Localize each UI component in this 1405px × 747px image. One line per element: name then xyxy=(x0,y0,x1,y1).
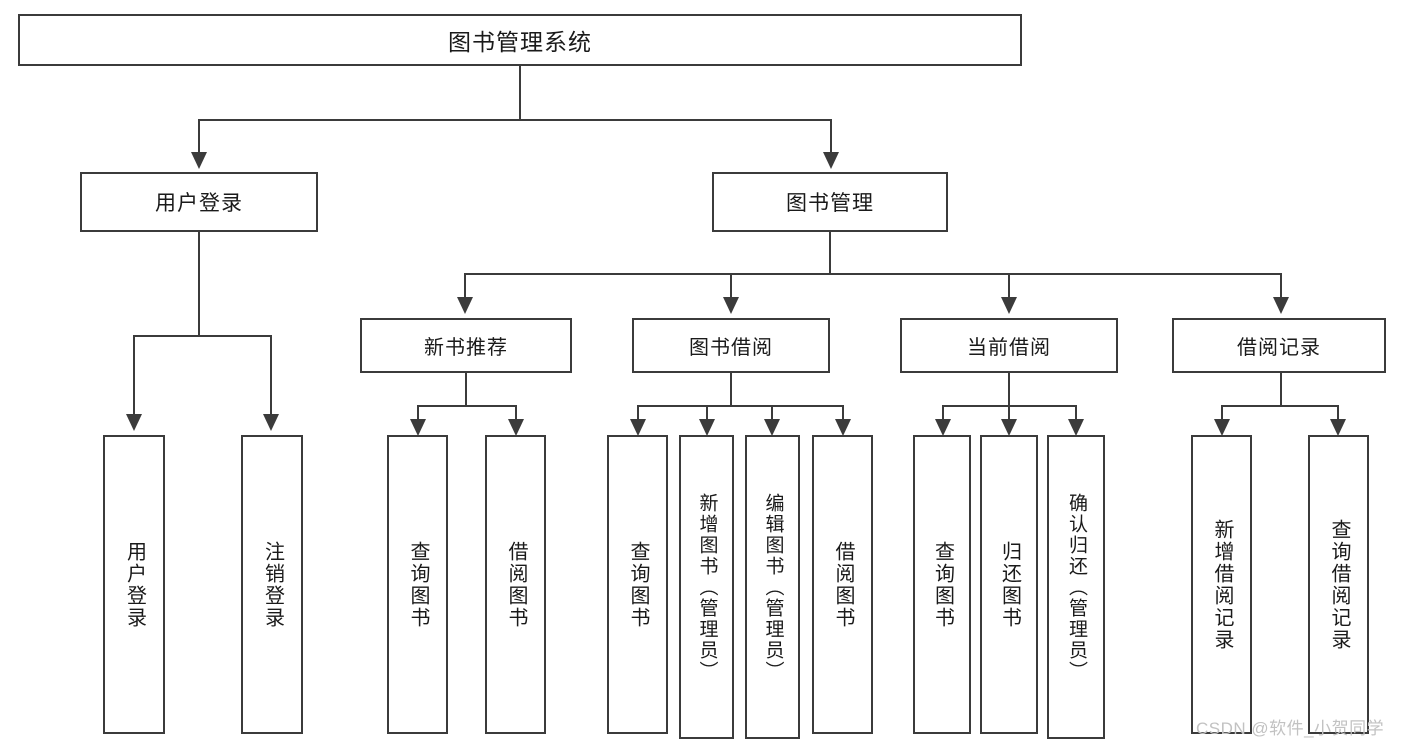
edge-currentborrow-drop-3 xyxy=(1075,405,1077,420)
node-label: 用户登录 xyxy=(155,192,243,215)
edge-bookborrow-bus xyxy=(637,405,844,407)
edge-bookborrow-drop-2 xyxy=(706,405,708,420)
node-book-management[interactable]: 图书管理 xyxy=(712,172,948,232)
node-label: 查询图书 xyxy=(931,540,954,629)
arrowhead-borrowrecord-leaf-2 xyxy=(1330,419,1346,436)
leaf-query-borrow-record[interactable]: 查询借阅记录 xyxy=(1308,435,1369,734)
edge-currentborrow-stem xyxy=(1008,373,1010,406)
edge-newbook-drop-2 xyxy=(515,405,517,420)
arrowhead-book-manage xyxy=(823,152,839,169)
arrowhead-borrowrecord-leaf-1 xyxy=(1214,419,1230,436)
edge-newbook-drop-1 xyxy=(417,405,419,420)
node-label: 新增借阅记录 xyxy=(1211,518,1233,651)
node-label: 借阅记录 xyxy=(1237,337,1321,359)
edge-bookmgmt-drop-3 xyxy=(1008,273,1010,298)
leaf-query-book-current[interactable]: 查询图书 xyxy=(913,435,971,734)
arrowhead-leaf-logout xyxy=(263,414,279,431)
node-borrow-record[interactable]: 借阅记录 xyxy=(1172,318,1386,373)
edge-bookborrow-stem xyxy=(730,373,732,406)
edge-newbook-stem xyxy=(465,373,467,406)
node-label: 图书借阅 xyxy=(689,337,773,359)
leaf-query-book-borrow[interactable]: 查询图书 xyxy=(607,435,668,734)
node-label: 注销登录 xyxy=(261,540,284,629)
leaf-add-book-admin[interactable]: 新增图书（管理员） xyxy=(679,435,734,739)
node-label: 当前借阅 xyxy=(967,337,1051,359)
node-label: 新书推荐 xyxy=(424,337,508,359)
leaf-confirm-return-admin[interactable]: 确认归还（管理员） xyxy=(1047,435,1105,739)
arrowhead-bookborrow-leaf-1 xyxy=(630,419,646,436)
arrowhead-bookborrow-leaf-4 xyxy=(835,419,851,436)
csdn-watermark: CSDN @软件_小贺同学 xyxy=(1196,719,1385,738)
edge-userlogin-drop-2 xyxy=(270,335,272,415)
arrowhead-newbook-leaf-1 xyxy=(410,419,426,436)
edge-bookmgmt-bus xyxy=(464,273,1282,275)
edge-bookborrow-drop-3 xyxy=(771,405,773,420)
arrowhead-bookborrow-leaf-2 xyxy=(699,419,715,436)
edge-userlogin-drop-1 xyxy=(133,335,135,415)
node-label: 归还图书 xyxy=(998,540,1021,629)
leaf-borrow-book-recommend[interactable]: 借阅图书 xyxy=(485,435,546,734)
arrowhead-currentborrow-leaf-2 xyxy=(1001,419,1017,436)
edge-bookmgmt-drop-1 xyxy=(464,273,466,298)
node-current-borrow[interactable]: 当前借阅 xyxy=(900,318,1118,373)
leaf-logout[interactable]: 注销登录 xyxy=(241,435,303,734)
node-book-borrow[interactable]: 图书借阅 xyxy=(632,318,830,373)
edge-borrowrecord-drop-1 xyxy=(1221,405,1223,420)
arrowhead-book-borrow xyxy=(723,297,739,314)
edge-currentborrow-drop-2 xyxy=(1008,405,1010,420)
leaf-borrow-book[interactable]: 借阅图书 xyxy=(812,435,873,734)
arrowhead-new-book-recommend xyxy=(457,297,473,314)
edge-bookmgmt-stem xyxy=(829,232,831,274)
node-label: 借阅图书 xyxy=(832,540,854,629)
arrowhead-newbook-leaf-2 xyxy=(508,419,524,436)
edge-borrowrecord-stem xyxy=(1280,373,1282,406)
edge-root-stem xyxy=(519,66,521,120)
edge-bookborrow-drop-4 xyxy=(842,405,844,420)
node-label: 图书管理系统 xyxy=(448,29,592,55)
edge-root-drop-right xyxy=(830,119,832,153)
edge-bookmgmt-drop-2 xyxy=(730,273,732,298)
node-label: 编辑图书（管理员） xyxy=(762,492,784,682)
arrowhead-current-borrow xyxy=(1001,297,1017,314)
arrowhead-user-login xyxy=(191,152,207,169)
node-label: 查询图书 xyxy=(407,540,429,629)
node-label: 确认归还（管理员） xyxy=(1065,492,1087,682)
arrowhead-currentborrow-leaf-1 xyxy=(935,419,951,436)
arrowhead-leaf-user-login xyxy=(126,414,142,431)
node-label: 新增图书（管理员） xyxy=(696,492,718,682)
node-label: 查询图书 xyxy=(627,540,649,629)
edge-root-drop-left xyxy=(198,119,200,153)
leaf-user-login[interactable]: 用户登录 xyxy=(103,435,165,734)
edge-borrowrecord-drop-2 xyxy=(1337,405,1339,420)
edge-currentborrow-drop-1 xyxy=(942,405,944,420)
node-new-book-recommend[interactable]: 新书推荐 xyxy=(360,318,572,373)
edge-newbook-bus xyxy=(417,405,517,407)
leaf-edit-book-admin[interactable]: 编辑图书（管理员） xyxy=(745,435,800,739)
edge-borrowrecord-bus xyxy=(1221,405,1339,407)
leaf-add-borrow-record[interactable]: 新增借阅记录 xyxy=(1191,435,1252,734)
edge-userlogin-stem xyxy=(198,232,200,336)
edge-bookborrow-drop-1 xyxy=(637,405,639,420)
leaf-return-book[interactable]: 归还图书 xyxy=(980,435,1038,734)
node-label: 用户登录 xyxy=(123,540,146,629)
leaf-query-book-recommend[interactable]: 查询图书 xyxy=(387,435,448,734)
edge-root-bus xyxy=(198,119,832,121)
node-label: 查询借阅记录 xyxy=(1328,518,1350,651)
node-root-system[interactable]: 图书管理系统 xyxy=(18,14,1022,66)
node-label: 图书管理 xyxy=(786,192,874,215)
node-label: 借阅图书 xyxy=(505,540,527,629)
arrowhead-bookborrow-leaf-3 xyxy=(764,419,780,436)
edge-userlogin-bus xyxy=(133,335,271,337)
arrowhead-borrow-record xyxy=(1273,297,1289,314)
edge-bookmgmt-drop-4 xyxy=(1280,273,1282,298)
node-user-login[interactable]: 用户登录 xyxy=(80,172,318,232)
arrowhead-currentborrow-leaf-3 xyxy=(1068,419,1084,436)
